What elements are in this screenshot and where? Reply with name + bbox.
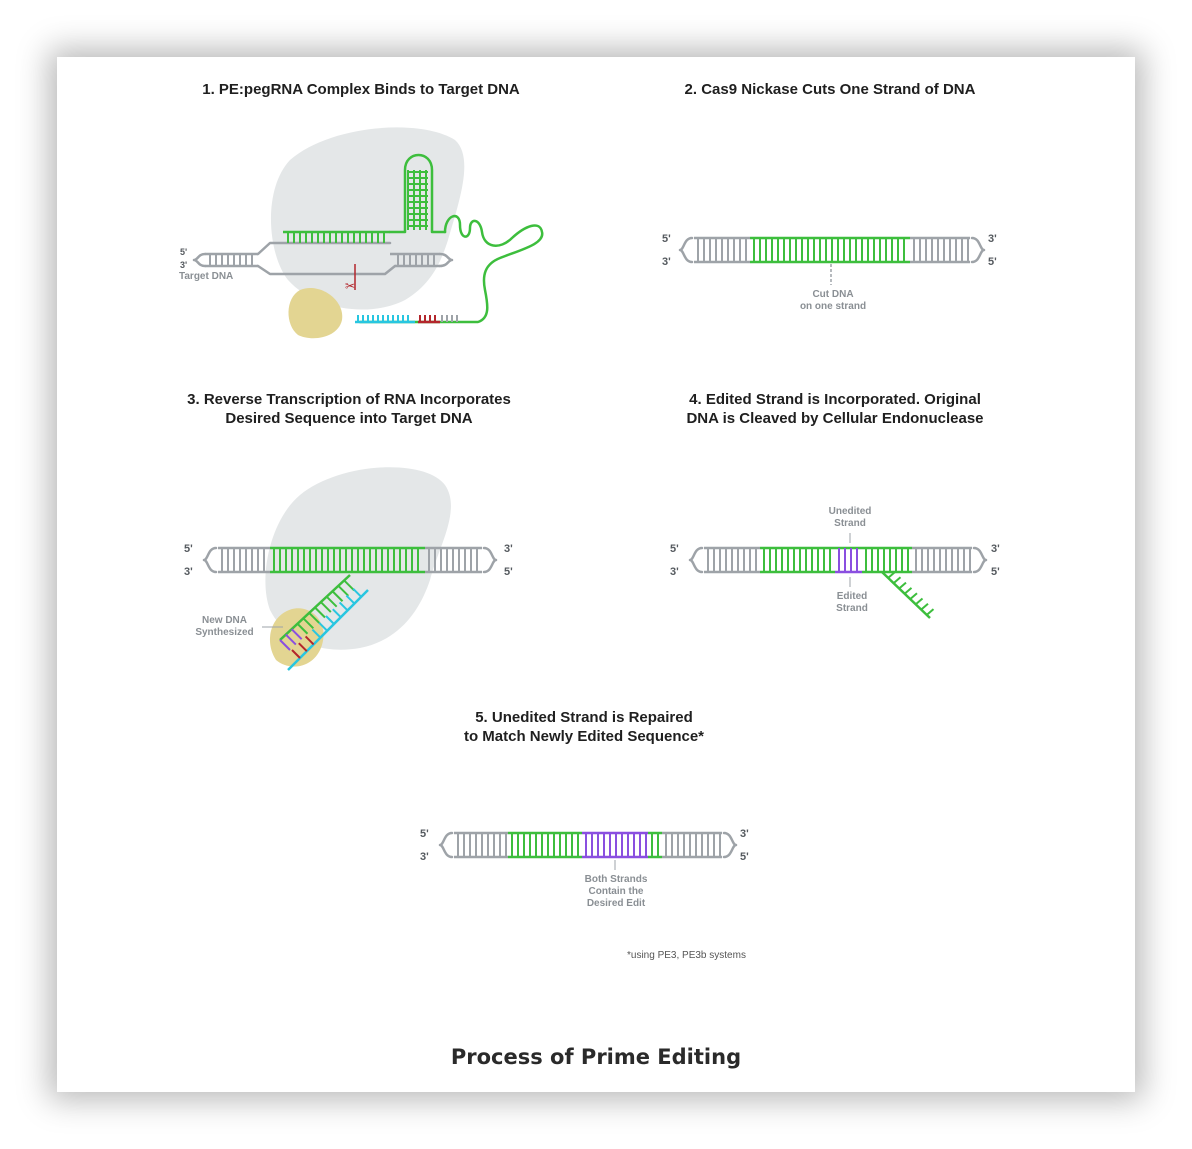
p3-3prime-right: 3' (504, 543, 513, 555)
p4-3prime-right: 3' (991, 543, 1000, 555)
scissors-icon: ✂ (345, 279, 355, 293)
p5-5prime-right: 5' (740, 851, 749, 863)
p5-left-cap (438, 831, 454, 859)
p4-flap-base (920, 603, 929, 611)
p3-left-cap (202, 546, 218, 574)
step-4-title: 4. Edited Strand is Incorporated. Origin… (686, 391, 984, 427)
p4-flap-base (914, 597, 924, 606)
p3-new-base (302, 617, 315, 630)
p4-flap-base (898, 581, 907, 590)
p4-flap-base (892, 576, 902, 585)
p3-new-base (296, 623, 309, 635)
p4-5prime-right: 5' (991, 566, 1000, 578)
p3-new-base (343, 579, 355, 592)
p2-left-cap (678, 236, 694, 264)
p4-right-cap (972, 546, 988, 574)
step-5-title: 5. Unedited Strand is Repaired to Match … (463, 709, 705, 745)
p1-left-cap (192, 252, 207, 268)
p3-new-base (279, 639, 291, 651)
p3-template-base (304, 635, 315, 646)
p5-3prime: 3' (420, 851, 429, 863)
new-dna-label: New DNA Synthesized (195, 615, 254, 638)
edited-strand-label: Edited Strand (836, 591, 868, 614)
both-strands-label: Both Strands Contain the Desired Edit (584, 874, 648, 909)
p4-flap-base (909, 592, 918, 600)
step-3-title: 3. Reverse Transcription of RNA Incorpor… (187, 391, 511, 427)
p3-template-base (291, 649, 301, 659)
p3-new-base (337, 585, 350, 597)
footnote: *using PE3, PE3b systems (627, 950, 746, 961)
p2-3prime-right: 3' (988, 233, 997, 245)
p3-template-base (325, 615, 335, 625)
p3-new-base (308, 612, 320, 624)
p4-flap (881, 571, 931, 619)
reverse-transcriptase-3 (269, 608, 324, 667)
p1-3prime: 3' (180, 260, 188, 270)
p3-template-base (332, 608, 342, 618)
p3-template-base (352, 588, 362, 598)
p4-flap-base (887, 571, 896, 579)
p3-5prime-right: 5' (504, 566, 513, 578)
p5-3prime-right: 3' (740, 828, 749, 840)
p1-bubble-bottom (256, 264, 397, 276)
p1-5prime: 5' (180, 247, 188, 257)
p5-5prime: 5' (420, 828, 429, 840)
p2-5prime: 5' (662, 233, 671, 245)
p4-left-cap (688, 546, 704, 574)
p4-3prime: 3' (670, 566, 679, 578)
step-2-title: 2. Cas9 Nickase Cuts One Strand of DNA (684, 81, 976, 98)
p3-5prime: 5' (184, 543, 193, 555)
p3-new-base (331, 590, 344, 602)
p3-new-base (314, 606, 326, 619)
p3-right-cap (482, 546, 498, 574)
p2-5prime-right: 5' (988, 256, 997, 268)
p3-new-base (320, 601, 332, 613)
p3-new-base (325, 595, 338, 608)
reverse-transcriptase-1 (288, 288, 343, 339)
p3-template-base (338, 601, 349, 612)
p3-template-base (311, 628, 322, 639)
p5-right-cap (722, 831, 738, 859)
p1-pegrna-extension (358, 214, 544, 324)
p4-flap-base (925, 608, 935, 616)
p2-right-cap (970, 236, 986, 264)
figure-card (57, 57, 1135, 1092)
target-dna-label: Target DNA (179, 271, 234, 282)
unedited-strand-label: Unedited Strand (828, 506, 872, 529)
p3-new-base (290, 628, 303, 640)
p3-template-base (318, 622, 328, 632)
cut-dna-label: Cut DNA on one strand (799, 289, 867, 312)
cas9-protein-1 (270, 127, 465, 310)
p1-right-cap (438, 252, 454, 268)
p1-bubble-top (256, 241, 392, 256)
p1-hairpin (388, 153, 447, 234)
p3-3prime: 3' (184, 566, 193, 578)
p4-flap-base (903, 587, 913, 595)
p3-template-base (345, 594, 356, 605)
p3-template-base (298, 642, 308, 652)
p4-5prime: 5' (670, 543, 679, 555)
step-1-title: 1. PE:pegRNA Complex Binds to Target DNA (202, 81, 520, 98)
p2-3prime: 3' (662, 256, 671, 268)
p3-new-base (285, 633, 297, 646)
figure-caption: Process of Prime Editing (450, 1045, 742, 1069)
